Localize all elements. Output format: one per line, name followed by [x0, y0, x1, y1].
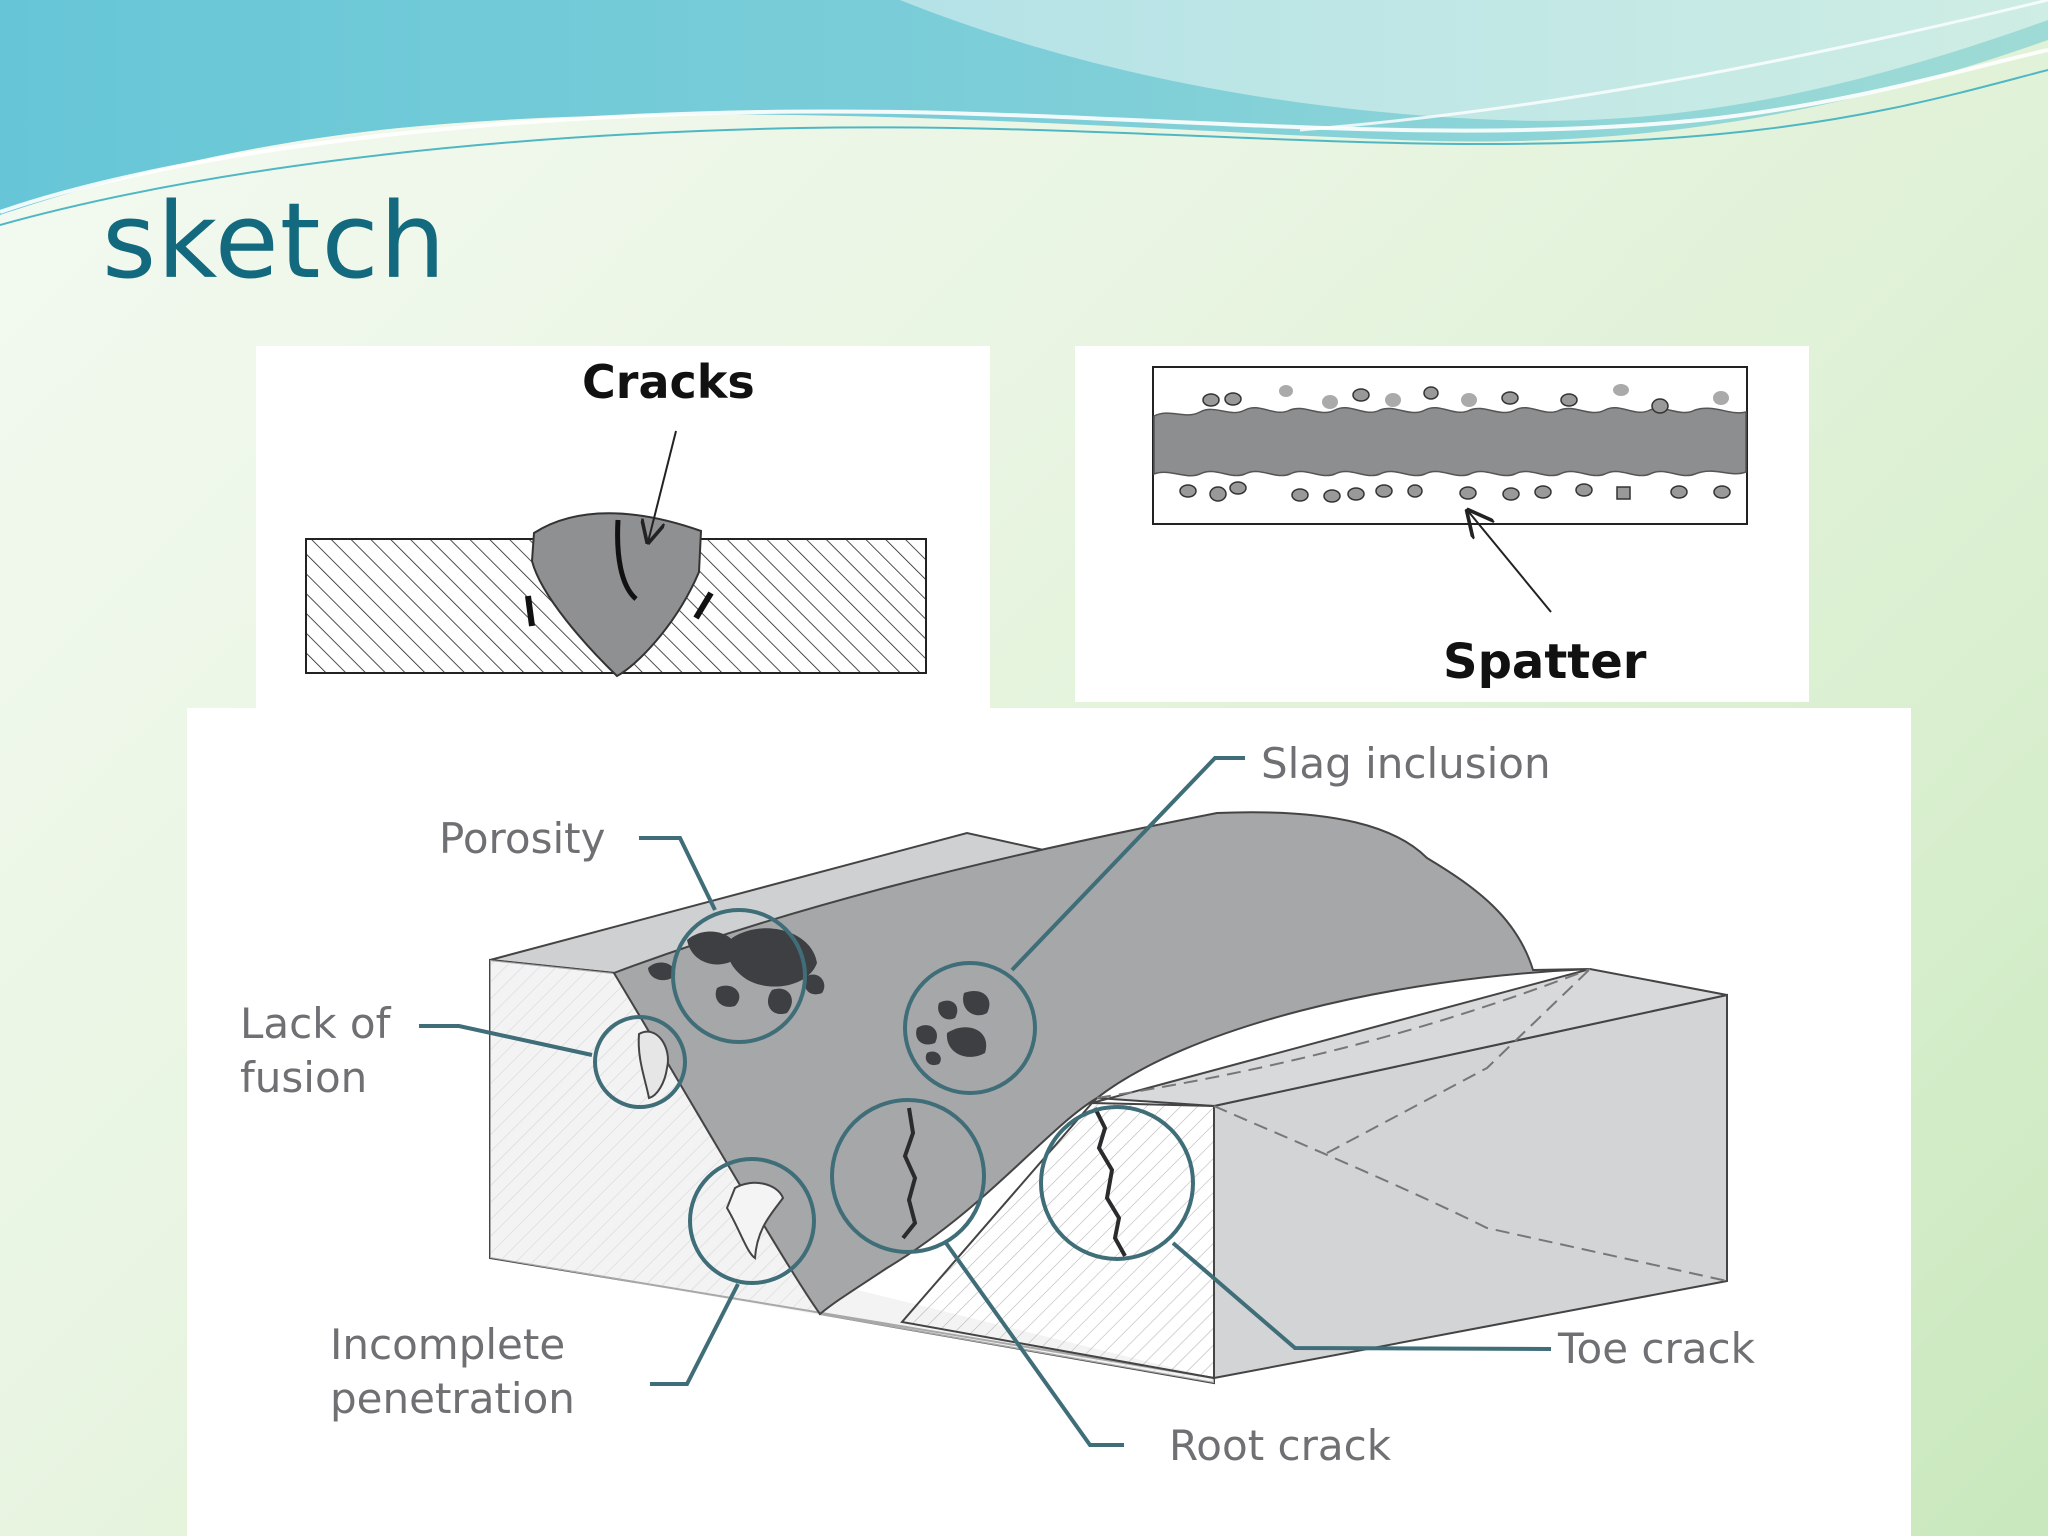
weld-bead — [612, 811, 1591, 1316]
incomplete-penetration-label-line2: penetration — [330, 1374, 575, 1423]
header-wave-decoration — [0, 0, 2048, 226]
lack-of-fusion-gap — [637, 1030, 669, 1100]
toe-crack-callout-circle — [1039, 1105, 1195, 1261]
incomplete-penetration-label-line1: Incomplete — [330, 1320, 565, 1369]
cracks-label: Cracks — [582, 355, 755, 409]
slag-inclusion-label: Slag inclusion — [1261, 739, 1551, 788]
spatter-droplets-top — [1202, 384, 1729, 414]
spatter-diagram-panel: Spatter — [1075, 346, 1809, 702]
slide-title: sketch — [102, 180, 447, 302]
weld-crack-line — [615, 519, 638, 601]
weld-bead — [530, 512, 703, 678]
root-crack-line — [901, 1107, 918, 1240]
lack-of-fusion-label-line2: fusion — [240, 1053, 367, 1102]
slag-inclusion-leader-line — [1010, 756, 1245, 972]
right-toe-crack-mark — [693, 591, 714, 620]
spatter-droplets-bottom — [1179, 481, 1731, 503]
spatter-label: Spatter — [1443, 634, 1647, 690]
root-crack-callout-circle — [830, 1098, 986, 1254]
root-crack-label: Root crack — [1169, 1421, 1392, 1470]
lack-of-fusion-leader-line — [419, 1024, 593, 1057]
toe-crack-leader-line — [1171, 1241, 1552, 1351]
lack-of-fusion-label-line1: Lack of — [240, 999, 392, 1048]
spatter-arrow — [1468, 511, 1552, 613]
left-toe-crack-mark — [525, 595, 535, 627]
cracks-diagram: Cracks — [305, 355, 927, 678]
weld-defects-diagram: Porosity Slag inclusion Lack of fusion I… — [240, 739, 1756, 1470]
porosity-label: Porosity — [439, 814, 605, 863]
right-plate-front — [900, 1101, 1215, 1380]
weld-bead-strip — [1153, 407, 1747, 477]
incomplete-penetration-void — [725, 1181, 785, 1260]
weld-defects-diagram-panel: Porosity Slag inclusion Lack of fusion I… — [187, 708, 1911, 1536]
cracks-diagram-panel: Cracks — [256, 346, 990, 708]
slag-inclusions — [916, 990, 990, 1066]
root-crack-leader-line — [944, 1241, 1124, 1447]
incomplete-penetration-callout-circle — [688, 1157, 816, 1285]
porosity-leader-line — [639, 836, 717, 911]
slag-inclusion-callout-circle — [903, 961, 1037, 1095]
toe-crack-label: Toe crack — [1557, 1324, 1756, 1373]
spatter-diagram: Spatter — [1152, 366, 1748, 690]
incomplete-penetration-leader-line — [650, 1283, 740, 1386]
welded-block — [489, 811, 1728, 1385]
cracks-arrow — [648, 430, 677, 542]
lack-of-fusion-callout-circle — [593, 1015, 687, 1109]
porosity-callout-circle — [671, 908, 807, 1044]
toe-crack-line — [1093, 1107, 1127, 1257]
